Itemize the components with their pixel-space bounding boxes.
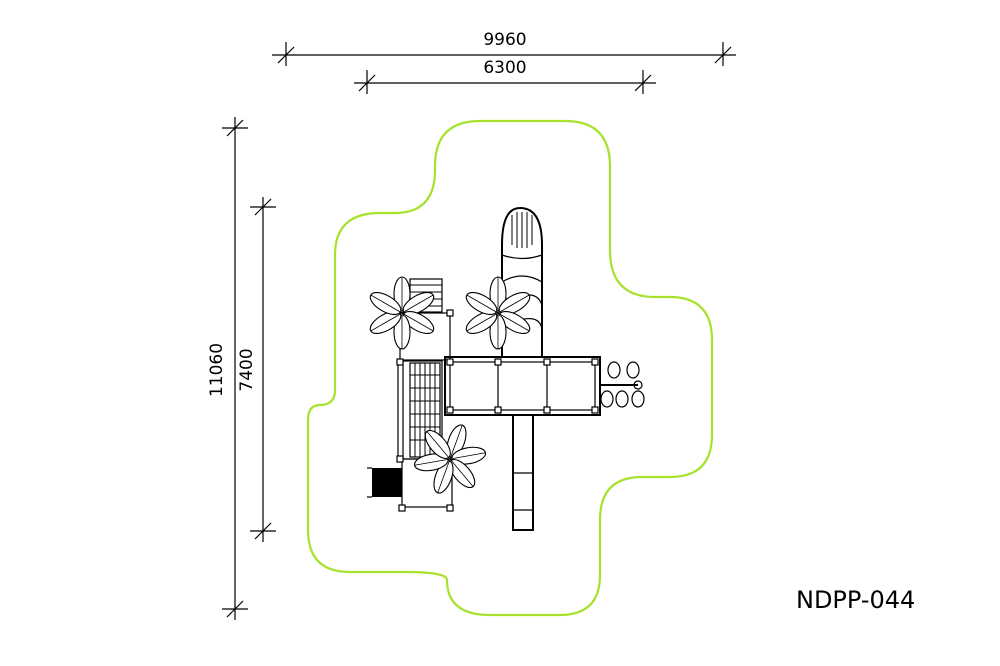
side-panel-leaves — [600, 380, 643, 390]
canopy — [465, 276, 531, 350]
small-leaf — [607, 361, 621, 379]
straight-slide — [512, 414, 534, 531]
entry-steps — [367, 467, 402, 498]
main-deck — [444, 356, 601, 416]
product-code: NDPP-044 — [796, 586, 916, 614]
posts — [396, 309, 599, 512]
overall-width-label: 9960 — [483, 30, 526, 50]
dimension-structure-length: 7400 — [237, 197, 276, 542]
small-leaf — [631, 390, 645, 408]
small-leaf — [615, 390, 629, 408]
small-leaf — [600, 390, 614, 408]
tube-slide — [501, 206, 543, 358]
dimension-structure-width: 6300 — [354, 58, 656, 94]
canopy — [413, 424, 487, 494]
small-leaf — [626, 361, 640, 379]
leaf-canopies — [369, 276, 645, 494]
structure-length-label: 7400 — [237, 348, 257, 391]
canopy — [369, 276, 435, 350]
structure-width-label: 6300 — [483, 58, 526, 78]
safety-zone-boundary — [306, 119, 714, 617]
dimension-overall-width: 9960 — [272, 30, 736, 66]
dimension-overall-length: 11060 — [207, 117, 248, 620]
overall-length-label: 11060 — [207, 343, 227, 397]
